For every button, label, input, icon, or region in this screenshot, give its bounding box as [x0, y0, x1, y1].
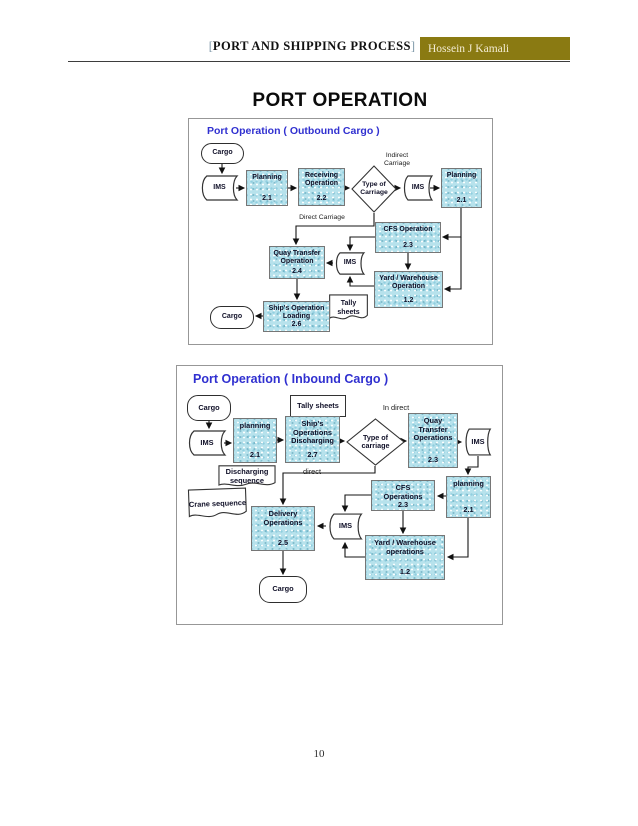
- author-badge: Hossein J Kamali: [420, 37, 570, 60]
- page-title: PORT OPERATION: [252, 90, 428, 111]
- document-shape: [218, 465, 276, 489]
- node-type-of-carriage-decision: Type of Carriage: [351, 165, 397, 213]
- node-ims-mid: IMS: [333, 252, 367, 275]
- header-rule: [68, 61, 570, 62]
- node-ims-right: IMS: [463, 428, 493, 456]
- bracket-close: ]: [410, 39, 415, 53]
- running-header: [PORT AND SHIPPING PROCESS]: [0, 39, 415, 54]
- document-shape: [187, 487, 247, 522]
- stored-data-shape: [185, 430, 229, 456]
- node-ims-right: IMS: [401, 175, 435, 201]
- node-planning-left: Planning 2.1: [246, 170, 288, 206]
- node-quay-transfer-operation: Quay Transfer Operation 2.4: [269, 246, 325, 279]
- node-cargo-out: Cargo: [210, 306, 254, 329]
- stored-data-shape: [333, 252, 367, 275]
- node-tally-sheets: Tally sheets: [290, 395, 346, 417]
- node-cargo-in: Cargo: [187, 395, 231, 421]
- document-shape: [329, 294, 368, 323]
- node-cfs-operation: CFS Operation 2.3: [375, 222, 441, 253]
- node-cargo-in: Cargo: [201, 143, 244, 164]
- node-ims-left: IMS: [198, 175, 241, 201]
- node-planning-right: planning 2.1: [446, 476, 491, 518]
- node-ims-mid: IMS: [326, 513, 365, 540]
- decision-diamond-shape: [351, 165, 397, 213]
- edge-label-direct-carriage: Direct Carriage: [299, 214, 345, 221]
- inbound-panel: Port Operation ( Inbound Cargo ) Cargo I…: [176, 365, 503, 625]
- outbound-panel-title: Port Operation ( Outbound Cargo ): [207, 125, 380, 137]
- stored-data-shape: [463, 428, 493, 456]
- node-planning-left: planning 2.1: [233, 418, 277, 463]
- outbound-panel: Port Operation ( Outbound Cargo ) Cargo …: [188, 118, 493, 345]
- page-number: 10: [313, 748, 325, 760]
- node-cargo-out: Cargo: [259, 576, 307, 603]
- node-ships-operations-discharging: Ship's Operations Discharging 2.7: [285, 416, 340, 463]
- node-cfs-operations: CFS Operations 2.3: [371, 480, 435, 511]
- header-title: PORT AND SHIPPING PROCESS: [212, 39, 411, 53]
- node-yard-warehouse-operation: Yard / Warehouse Operation 1.2: [374, 271, 443, 308]
- bracket-open: [: [208, 39, 213, 53]
- node-ships-operation-loading: Ship's Operation Loading 2.6: [263, 301, 330, 332]
- node-discharging-sequence: Discharging sequence: [218, 465, 276, 489]
- node-receiving-operation: Receiving Operation 2.2: [298, 168, 345, 206]
- node-crane-sequence: Crane sequence: [187, 487, 247, 522]
- decision-diamond-shape: [346, 418, 405, 466]
- stored-data-shape: [401, 175, 435, 201]
- node-tally-sheets: Tally sheets: [329, 294, 368, 323]
- edge-label-indirect-carriage: Indirect Carriage: [383, 152, 411, 168]
- edge-label-indirect: In direct: [382, 403, 410, 412]
- node-delivery-operations: Delivery Operations 2.5: [251, 506, 315, 551]
- node-yard-warehouse-operations: Yard / Warehouse operations 1.2: [365, 535, 445, 580]
- inbound-panel-title: Port Operation ( Inbound Cargo ): [193, 372, 389, 386]
- stored-data-shape: [326, 513, 365, 540]
- edge-label-direct: direct: [302, 467, 322, 476]
- node-ims-left: IMS: [185, 430, 229, 456]
- node-type-of-carriage-decision: Type of carriage: [346, 418, 405, 466]
- node-quay-transfer-operations: Quay Transfer Operations 2.3: [408, 413, 458, 468]
- stored-data-shape: [198, 175, 241, 201]
- node-planning-right: Planning 2.1: [441, 168, 482, 208]
